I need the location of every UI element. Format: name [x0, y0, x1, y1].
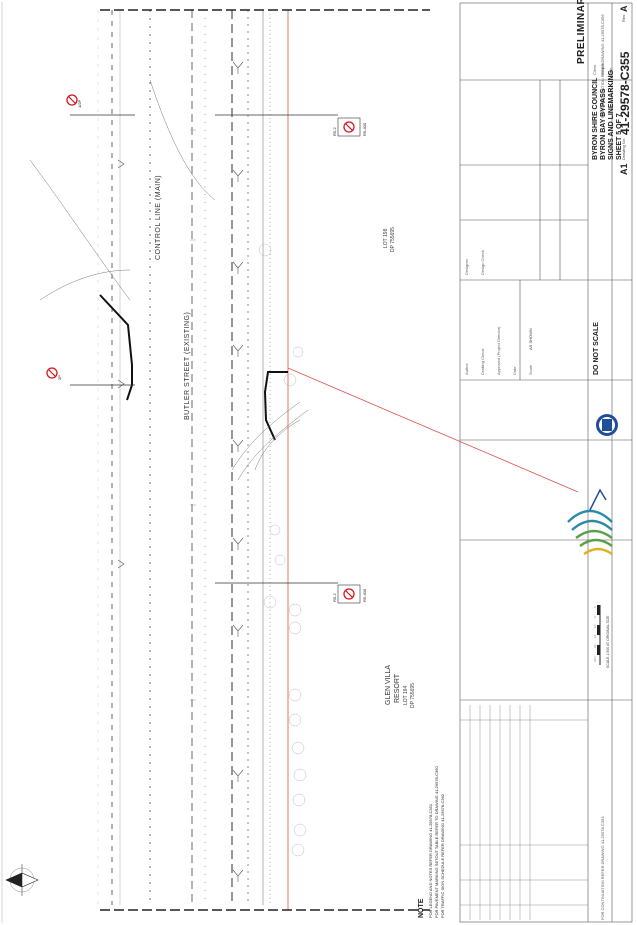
sign-code-2: R5-400	[362, 588, 367, 602]
label-project: Project	[600, 62, 605, 75]
sign-posts	[70, 114, 338, 584]
note-item-2: FOR PAVEMENT MARKING SETOUT TABLE REFER …	[434, 766, 439, 918]
status-preliminary: PRELIMINARY	[576, 0, 587, 64]
match-line-bottom: FOR CONTINUATION REFER DRAWING 41-29578-…	[600, 816, 605, 920]
scale-tick-25: 25m	[593, 656, 597, 662]
drawing-title-line1: SIGNS AND LINEMARKING	[608, 70, 615, 160]
traffic-island	[99, 294, 288, 441]
scale-tick-0: 0	[593, 606, 597, 608]
drawing-number: 41-29578-C355	[618, 51, 632, 135]
scale-tick-15: 15	[593, 634, 597, 638]
resort-name-line1: GLEN VILLA	[385, 664, 392, 705]
north-arrow-icon	[5, 864, 39, 896]
control-line-label: CONTROL LINE (MAIN)	[155, 174, 162, 260]
butler-street-label: BUTLER STREET (EXISTING)	[184, 311, 191, 420]
scale-bar-label: SCALE 1:500 AT ORIGINAL SIZE	[606, 615, 610, 668]
sign-ref-1: R5-2	[332, 127, 337, 136]
sign-code-1: R5-400	[362, 122, 367, 136]
notes-heading: NOTE	[418, 898, 425, 918]
sign-ref-2: R5-2	[332, 593, 337, 602]
kerb-lines	[97, 10, 271, 905]
label-drafting-check: Drafting Check	[480, 348, 485, 375]
do-not-scale: DO NOT SCALE	[593, 322, 600, 375]
scale-tick-5: 5	[593, 616, 597, 618]
ghd-logo-icon	[596, 414, 618, 436]
bay-label-1: 1/2P	[77, 99, 82, 108]
drawing-no-label: Drawing No:	[621, 137, 626, 160]
note-item-3: FOR TRAFFIC SIGN SCHEDULE REFER DRAWING …	[440, 793, 445, 918]
note-item-1: FOR LEGEND AND NOTES REFER DRAWING 41-29…	[428, 803, 433, 918]
revision-table	[460, 705, 588, 920]
label-date: Date	[512, 366, 517, 375]
driveway-curves	[29, 79, 309, 481]
lot-boundary	[287, 10, 579, 910]
label-client: Client	[592, 64, 597, 75]
resort-name-line2: RESORT	[394, 673, 401, 703]
council-logo-icon	[567, 488, 613, 555]
sheet-size: A1	[619, 163, 629, 175]
match-lines	[100, 9, 430, 911]
road-edge-lines	[111, 10, 249, 905]
scale-tick-10: 10	[593, 624, 597, 628]
label-author: Author	[464, 363, 469, 375]
label-scale: Scale	[528, 364, 533, 375]
label-designer: Designer	[464, 258, 469, 275]
lot-a-label: LOT 198	[383, 228, 389, 248]
tree-symbols	[258, 243, 307, 857]
label-design-check: Design Check	[480, 250, 485, 275]
rev-label: Rev:	[621, 13, 626, 22]
scale-bar	[597, 605, 601, 665]
client-name: BYRON SHIRE COUNCIL	[592, 77, 599, 160]
project-name: BYRON BAY BYPASS	[600, 88, 607, 160]
pavement-arrows	[117, 61, 244, 882]
lot-b-dp: DP 755695	[410, 683, 416, 708]
label-approved: Approved (Project Director)	[496, 326, 501, 375]
scale-tick-20: 20	[593, 644, 597, 648]
lot-b-label: LOT 194	[403, 685, 409, 705]
no-parking-sign-icon	[46, 94, 361, 604]
lot-a-dp: DP 755695	[390, 227, 396, 252]
chainage-ticks	[190, 129, 196, 701]
revision: A	[619, 5, 629, 13]
scale-value: AS SHOWN	[528, 328, 533, 350]
bay-label-2: 2P	[57, 375, 62, 380]
